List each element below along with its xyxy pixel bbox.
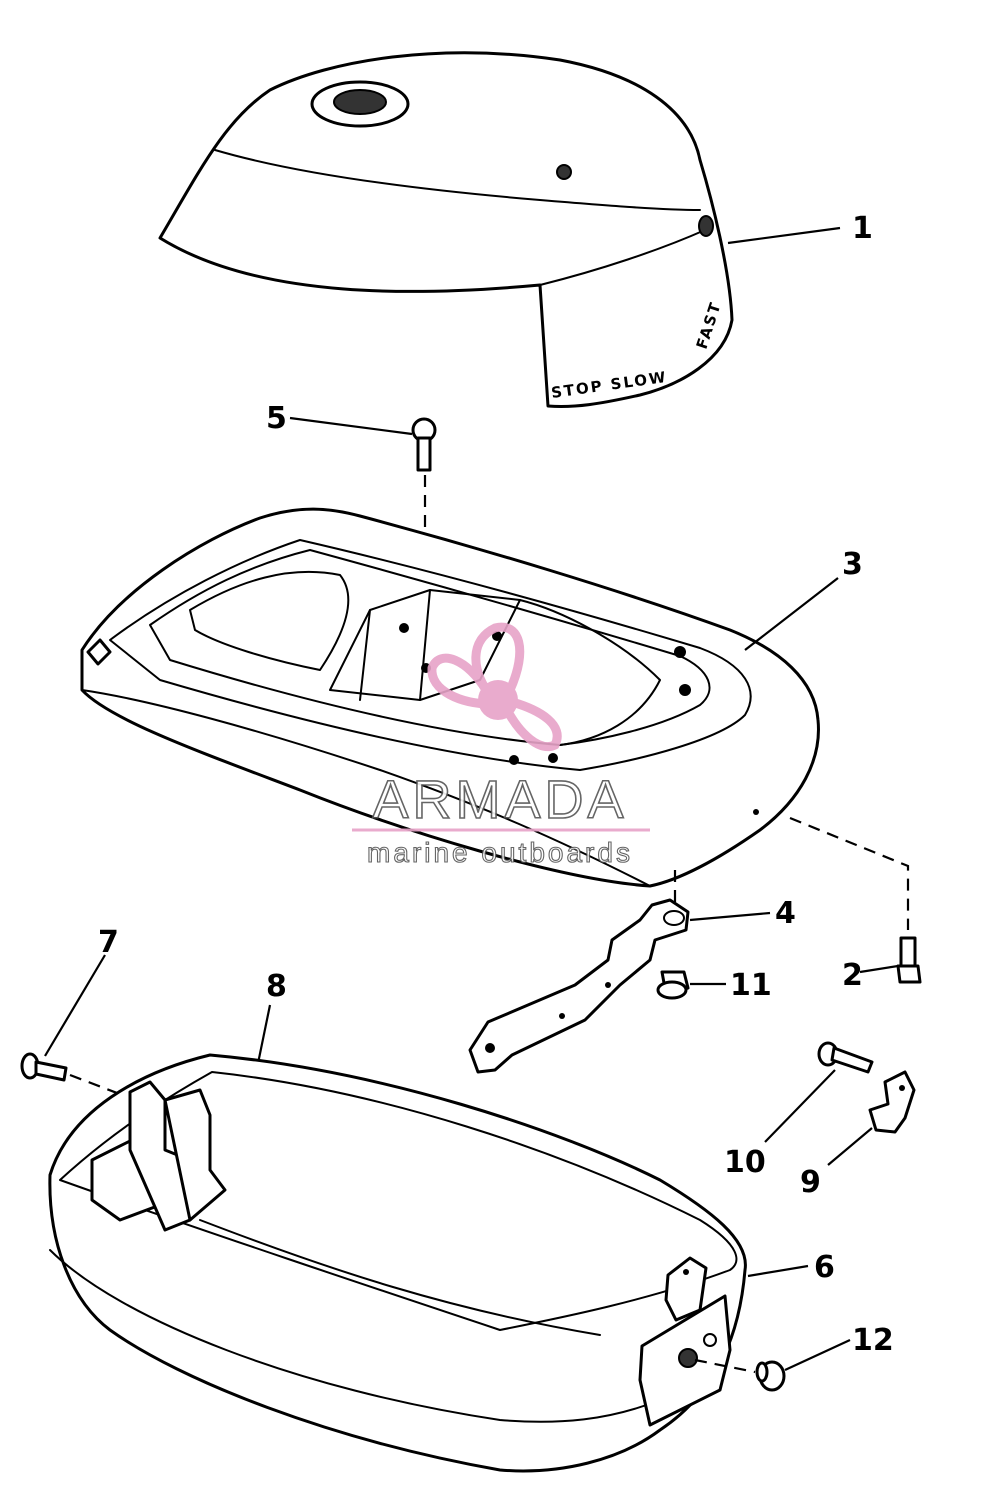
watermark-title: ARMADA [372, 770, 627, 830]
leader-7 [44, 954, 106, 1057]
watermark-subtitle: marine outboards [367, 837, 633, 868]
leader-5 [289, 416, 413, 436]
propeller-logo-icon [427, 622, 562, 751]
callout-2: 2 [842, 958, 863, 993]
part-11-nut [656, 970, 690, 1000]
callout-11: 11 [730, 968, 772, 1003]
callout-5: 5 [266, 401, 287, 436]
leader-12 [784, 1339, 851, 1371]
callout-6: 6 [814, 1250, 835, 1285]
armada-watermark: ARMADA marine outboards [352, 622, 650, 869]
part-1-engine-cover: STOP SLOW FAST [158, 51, 734, 408]
callout-12: 12 [852, 1323, 894, 1358]
part-9-clip [868, 1070, 916, 1134]
dash-12 [694, 1358, 756, 1374]
part-4-bracket [468, 898, 690, 1074]
callout-4: 4 [775, 896, 796, 931]
leader-2 [859, 964, 899, 974]
part-7-screw [20, 1052, 68, 1082]
part-2-bolt [896, 936, 922, 984]
leader-3 [744, 577, 839, 651]
dash-2 [789, 816, 910, 930]
callout-8: 8 [266, 969, 287, 1004]
leader-4 [689, 911, 771, 922]
callout-7: 7 [98, 925, 119, 960]
leader-1 [727, 226, 841, 245]
callout-1: 1 [852, 211, 873, 246]
part-12-cap [755, 1360, 786, 1392]
callout-10: 10 [724, 1145, 766, 1180]
callout-9: 9 [800, 1165, 821, 1200]
part-6-lower-pan [48, 1053, 747, 1473]
part-5-screw [411, 417, 437, 472]
part-10-pin [817, 1041, 874, 1074]
leader-10 [764, 1069, 836, 1143]
callout-3: 3 [842, 547, 863, 582]
leader-6 [747, 1264, 809, 1278]
leader-9 [827, 1127, 873, 1166]
